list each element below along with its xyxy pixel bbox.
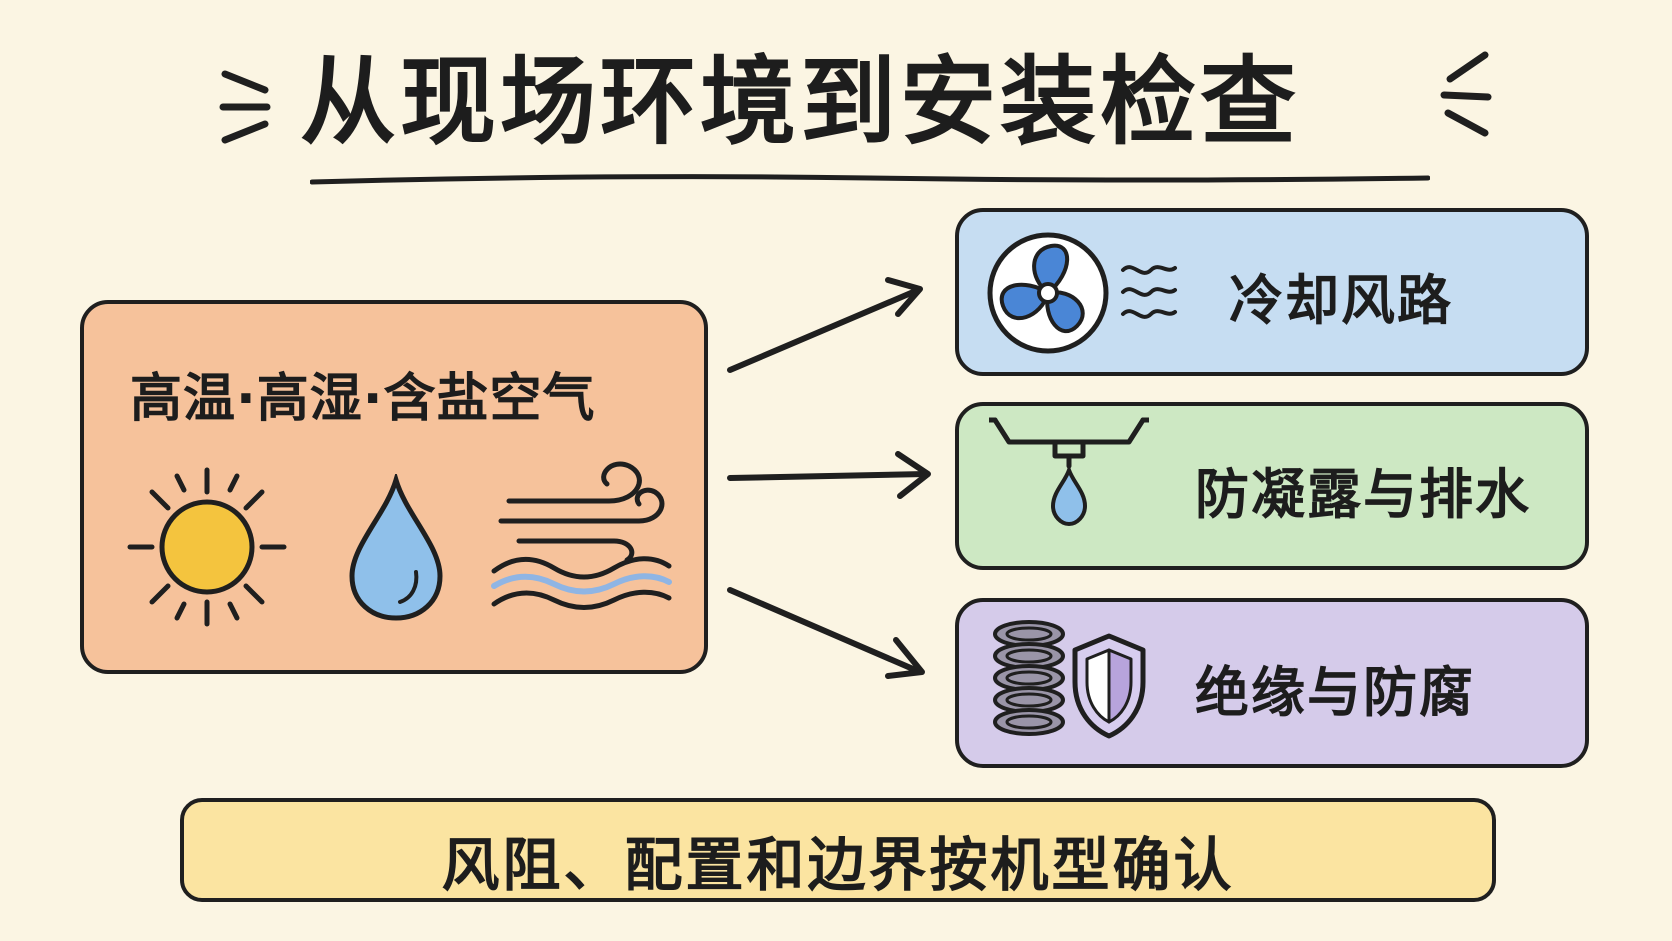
arrow-to-condensation [727,451,931,499]
cooling-airflow-box: 冷却风路 [955,208,1589,376]
condensation-drainage-box: 防凝露与排水 [955,402,1589,570]
insulation-corrosion-box: 绝缘与防腐 [955,598,1589,768]
arrow-to-insulation [727,587,925,679]
salt-wind-icon [491,461,672,610]
water-drop-icon [349,474,443,621]
insulation-corrosion-label: 绝缘与防腐 [1195,661,1475,724]
page-title: 从现场环境到安装检查 [300,46,1300,158]
condensation-drainage-label: 防凝露与排水 [1195,463,1531,526]
arrow-to-cooling [727,277,923,373]
sun-icon [127,467,287,627]
drip-tray-icon [989,417,1149,527]
shield-icon [1072,633,1146,739]
title-spark-left-icon [219,70,271,144]
environment-label: 高温·高湿·含盐空气 [130,369,596,429]
cooling-airflow-label: 冷却风路 [1229,269,1453,332]
footer-box: 风阻、配置和边界按机型确认 [180,798,1496,902]
environment-box: 高温·高湿·含盐空气 [80,300,708,674]
airflow-wave-icon [1121,265,1177,319]
fan-icon [987,232,1109,354]
title-underline [310,174,1430,185]
footer-label: 风阻、配置和边界按机型确认 [441,831,1235,899]
title-spark-right-icon [1440,51,1492,137]
coil-icon [993,620,1065,736]
